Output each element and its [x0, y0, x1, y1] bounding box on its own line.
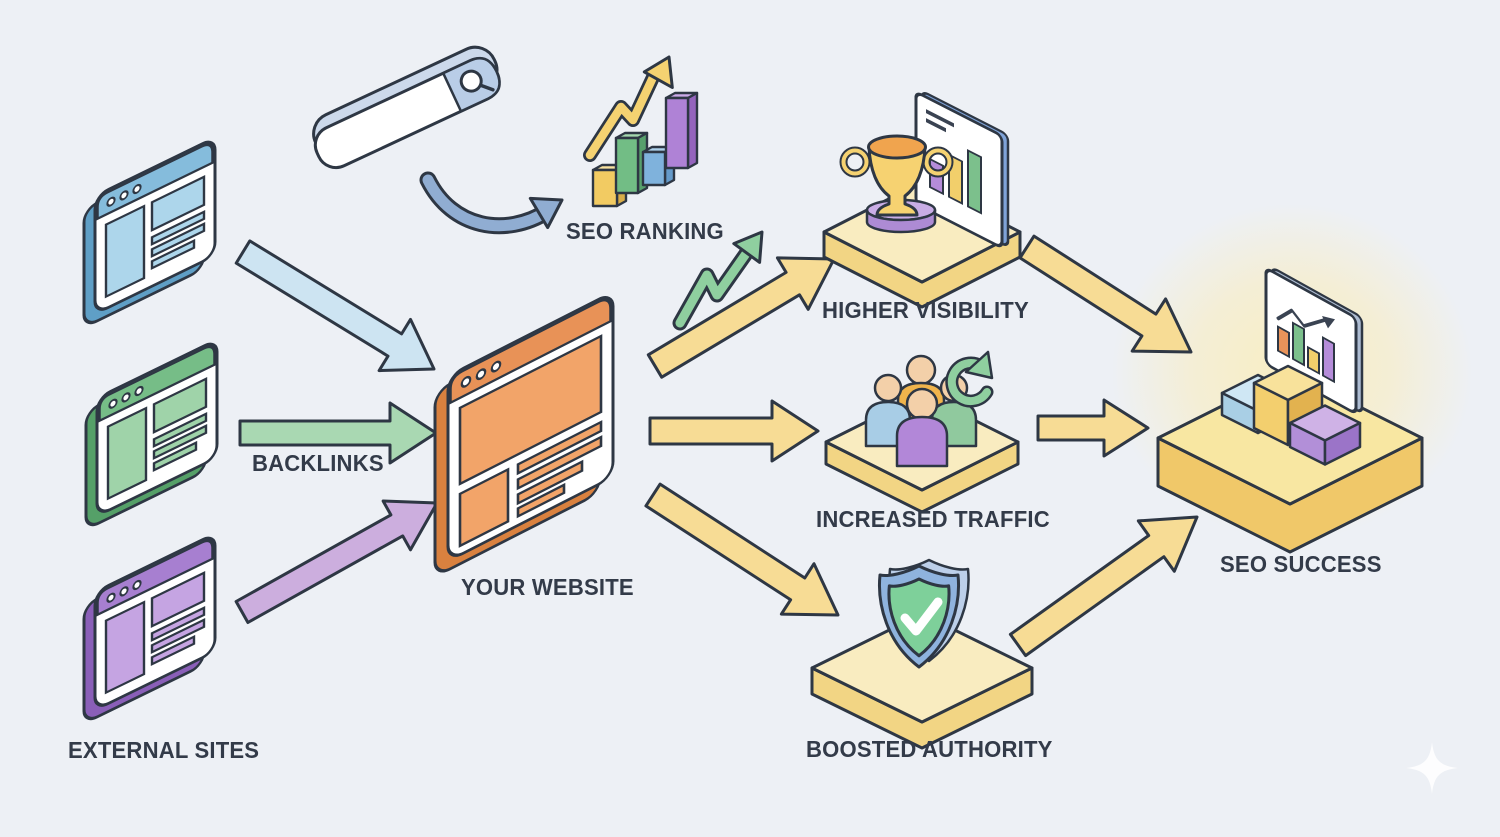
- user-group-icon: [864, 354, 978, 468]
- refresh-arrow-icon: [945, 350, 994, 408]
- label-backlinks: BACKLINKS: [252, 450, 384, 476]
- arrow-authority-to-success: [1008, 515, 1199, 658]
- search-icon: [459, 69, 495, 93]
- seo-ranking-chart: [591, 91, 699, 208]
- analytics-screen-icon: [914, 91, 1010, 248]
- browser-window-green: [84, 342, 219, 527]
- label-increased-traffic: INCREASED TRAFFIC: [816, 506, 1050, 532]
- search-bar: [312, 45, 501, 170]
- arrow-website-to-authority: [644, 482, 840, 617]
- label-external-sites: EXTERNAL SITES: [68, 737, 260, 763]
- window-dots: [108, 385, 144, 409]
- arrow-visibility-to-success: [1018, 234, 1193, 354]
- building-blocks-icon: [1220, 364, 1362, 466]
- growth-zigzag-arrow-yellow: [583, 55, 674, 162]
- label-your-website: YOUR WEBSITE: [461, 574, 634, 600]
- label-boosted-authority: BOOSTED AUTHORITY: [806, 736, 1053, 762]
- window-dots: [460, 360, 502, 388]
- seo-success-node: [1156, 268, 1424, 554]
- arrow-blue-site-to-website: [234, 239, 436, 373]
- arrow-search-to-ranking: [419, 171, 564, 235]
- trophy-icon: [839, 134, 954, 234]
- boosted-authority-node: [810, 558, 1034, 750]
- shield-check-icon: [878, 558, 970, 669]
- higher-visibility-node: [822, 91, 1022, 309]
- browser-window-blue: [82, 140, 217, 325]
- label-seo-ranking: SEO RANKING: [566, 218, 724, 244]
- browser-window-your-website: [433, 296, 615, 573]
- label-seo-success: SEO SUCCESS: [1220, 551, 1382, 577]
- increased-traffic-node: [824, 350, 1020, 514]
- window-dots: [106, 579, 142, 603]
- arrow-purple-site-to-website: [234, 499, 439, 624]
- arrow-website-to-traffic: [648, 399, 820, 463]
- arrow-website-to-visibility: [646, 256, 836, 379]
- arrow-backlinks-green: [238, 401, 438, 465]
- flow-arrows: [234, 234, 1199, 658]
- browser-window-purple: [82, 536, 217, 721]
- arrow-traffic-to-success: [1036, 398, 1150, 458]
- check-icon: [900, 597, 943, 636]
- label-higher-visibility: HIGHER VISIBILITY: [822, 297, 1029, 323]
- window-dots: [106, 183, 142, 207]
- sparkle-icon: [1406, 742, 1458, 794]
- growth-zigzag-arrow-green: [672, 230, 764, 331]
